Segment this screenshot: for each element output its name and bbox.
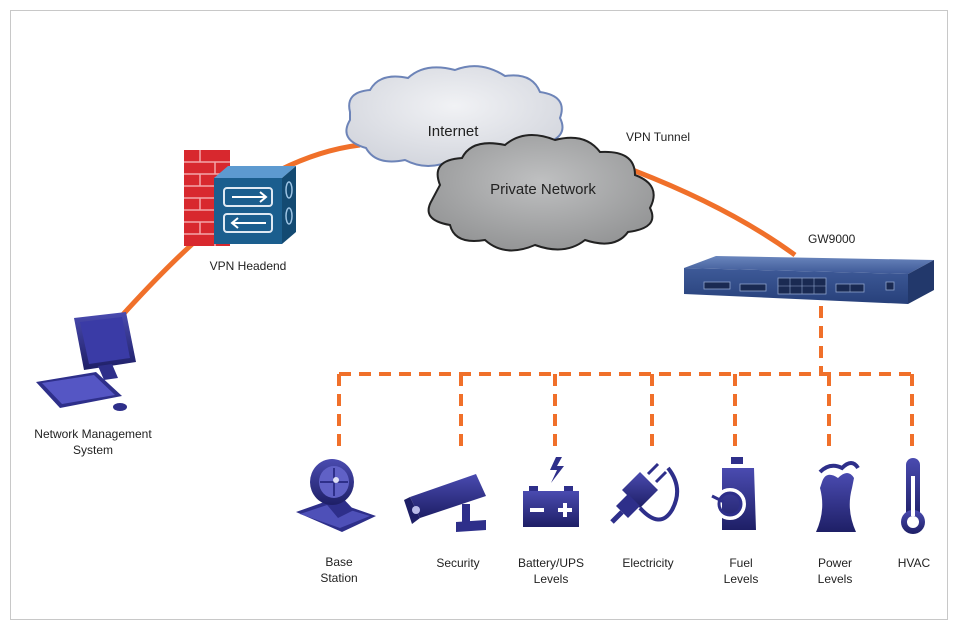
thermometer-icon bbox=[901, 458, 925, 534]
satellite-dish-icon bbox=[296, 459, 376, 532]
gw9000-label: GW9000 bbox=[808, 232, 856, 246]
vpn-headend-label: VPN Headend bbox=[210, 259, 287, 273]
vpn-headend: VPN Headend bbox=[184, 150, 296, 273]
nms-computer: Network Management System bbox=[34, 312, 152, 457]
internet-cloud: Internet bbox=[345, 65, 564, 167]
fuel-can-icon bbox=[711, 457, 756, 530]
endpoint-label: Base bbox=[325, 555, 353, 569]
power-plug-icon bbox=[610, 462, 680, 524]
endpoint-label: Power bbox=[818, 556, 852, 570]
endpoint-label: Levels bbox=[724, 572, 759, 586]
endpoint-label: Station bbox=[320, 571, 357, 585]
power-plant-icon bbox=[816, 461, 860, 532]
private-network-cloud: Private Network bbox=[427, 134, 655, 252]
private-network-label: Private Network bbox=[490, 181, 596, 198]
endpoint-label: Electricity bbox=[622, 556, 673, 570]
nms-label-line2: System bbox=[73, 443, 113, 457]
router-icon bbox=[214, 166, 296, 244]
vpn-tunnel-label: VPN Tunnel bbox=[626, 130, 690, 144]
endpoint-label: Battery/UPS bbox=[518, 556, 584, 570]
battery-icon bbox=[523, 457, 579, 527]
endpoint-label: Levels bbox=[818, 572, 853, 586]
internet-label: Internet bbox=[428, 123, 480, 140]
gw9000-device: GW9000 bbox=[684, 232, 934, 304]
security-camera-icon bbox=[404, 474, 486, 532]
endpoint-label: HVAC bbox=[898, 556, 931, 570]
distribution-bus bbox=[337, 306, 914, 452]
endpoint-label: Levels bbox=[534, 572, 569, 586]
endpoint-label: Security bbox=[436, 556, 479, 570]
computer-icon bbox=[36, 312, 136, 411]
endpoint-labels: Base Station Security Battery/UPS Levels… bbox=[320, 555, 930, 586]
nms-label-line1: Network Management bbox=[34, 427, 152, 441]
endpoint-label: Fuel bbox=[729, 556, 752, 570]
